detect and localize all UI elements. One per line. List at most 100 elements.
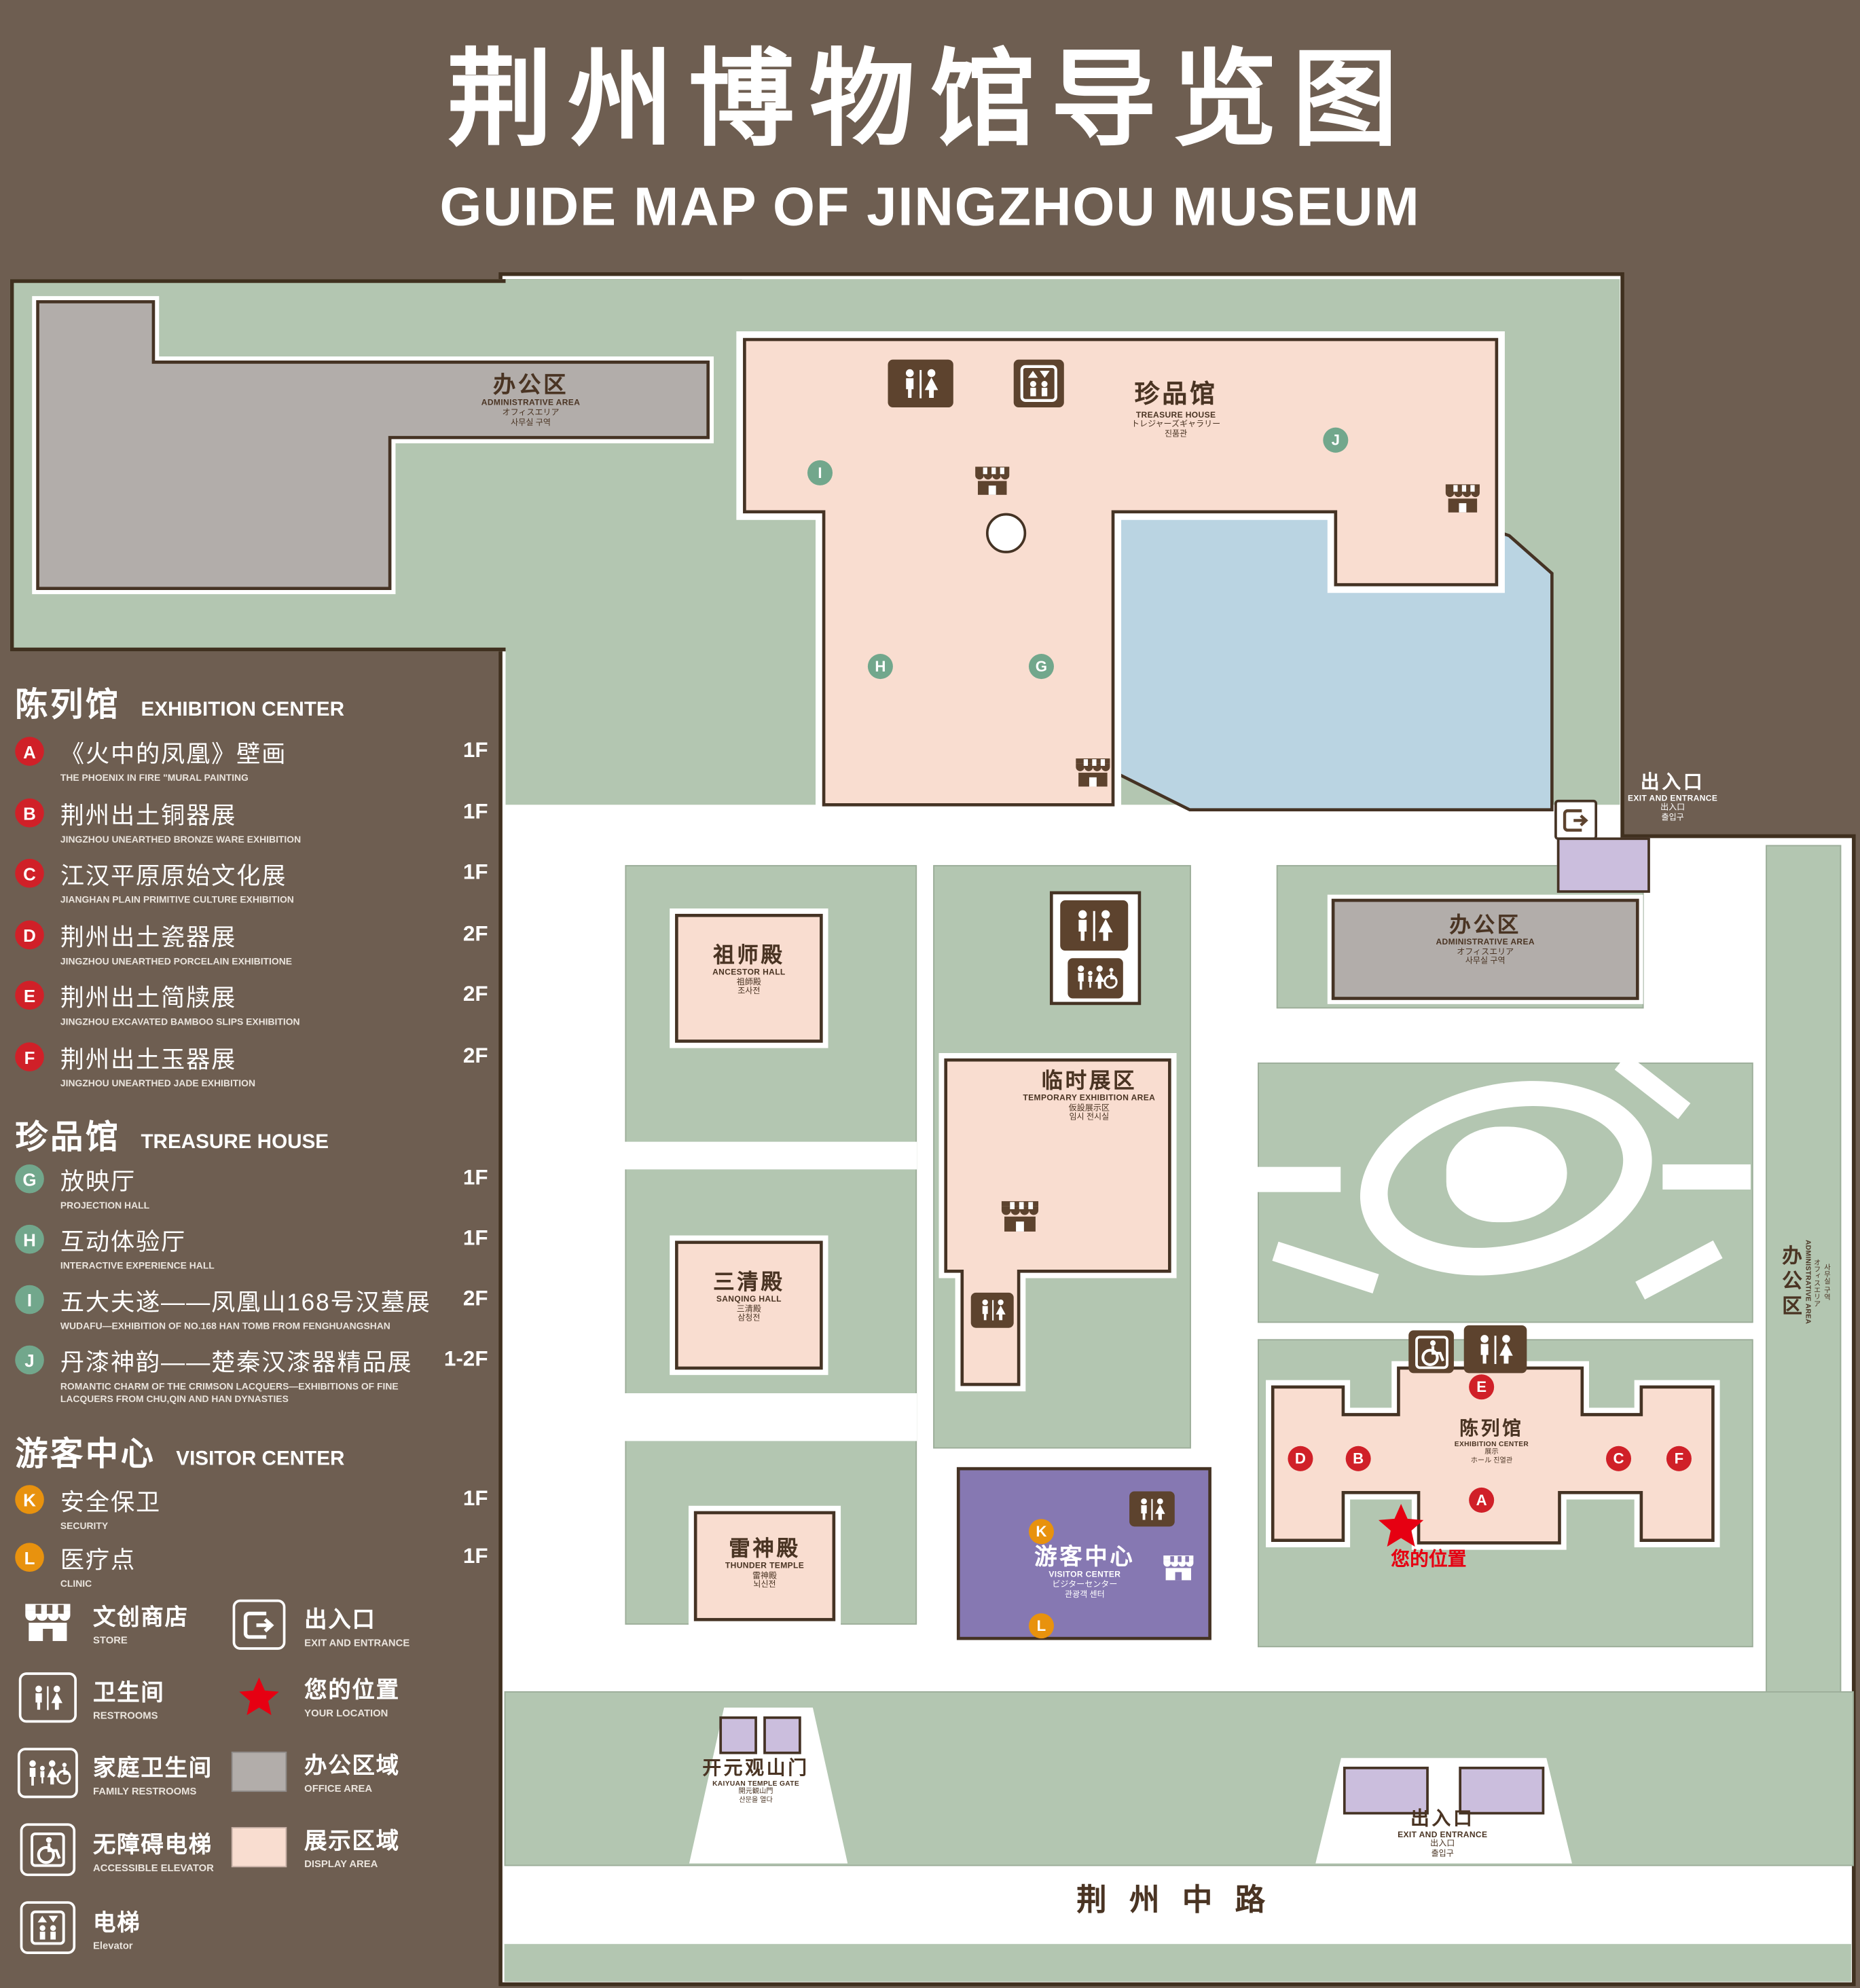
lawn-admin-side-strip — [1766, 845, 1842, 1694]
badge-H: H — [15, 1224, 44, 1254]
list-item-C: C 江汉平原原始文化展 JIANGHAN PLAIN PRIMITIVE CUL… — [15, 858, 495, 906]
map-marker-J: J — [1323, 427, 1349, 453]
exit-icon — [1554, 799, 1598, 841]
admin-top-label: 办公区 ADMINISTRATIVE AREA オフィスエリア 사무실 구역 — [481, 372, 581, 427]
badge-A: A — [15, 737, 44, 766]
map-marker-H: H — [867, 654, 893, 680]
map-marker-B: B — [1345, 1446, 1371, 1471]
badge-C: C — [15, 858, 44, 888]
badge-L: L — [15, 1543, 44, 1572]
page-title: 荆州博物馆导览图 — [447, 40, 1413, 159]
gate-building — [763, 1716, 801, 1754]
badge-K: K — [15, 1485, 44, 1514]
badge-J: J — [15, 1345, 44, 1375]
office-area-swatch — [231, 1750, 287, 1792]
section-exhibition-center: 陈列馆 EXHIBITION CENTER — [15, 685, 345, 723]
sanqing-hall-label: 三清殿 SANQING HALL 三清殿 삼청전 — [713, 1270, 785, 1323]
map-marker-F: F — [1666, 1446, 1692, 1471]
list-item-E: E 荆州出土简牍展 JINGZHOU EXCAVATED BAMBOO SLIP… — [15, 980, 495, 1029]
visitor-center-label: 游客中心 VISITOR CENTER ビジターセンター 관광객 센터 — [1034, 1544, 1135, 1599]
gate-label: 开元观山门 KAIYUAN TEMPLE GATE 開元観山門 산문을 열다 — [702, 1758, 809, 1804]
list-item-A: A 《火中的凤凰》壁画 THE PHOENIX IN FIRE "MURAL P… — [15, 735, 495, 784]
exit-label-bottom: 出入口 EXIT AND ENTRANCE 出入口 출입구 — [1398, 1808, 1488, 1859]
entrance-building — [1556, 837, 1650, 893]
map-marker-K: K — [1028, 1519, 1054, 1545]
badge-E: E — [15, 980, 44, 1010]
ancestor-hall-label: 祖师殿 ANCESTOR HALL 祖師殿 조사전 — [712, 943, 786, 997]
section-visitor-center: 游客中心 VISITOR CENTER — [15, 1435, 345, 1473]
store-icon — [1444, 483, 1482, 514]
family-restroom-icon — [17, 1748, 78, 1799]
map-marker-L: L — [1028, 1613, 1054, 1639]
store-icon — [1000, 1200, 1040, 1234]
gate-building — [719, 1716, 757, 1754]
list-item-K: K 安全保卫 SECURITY 1F — [15, 1484, 495, 1532]
map-marker-D: D — [1288, 1446, 1313, 1471]
restroom-icon — [888, 359, 953, 408]
title-block: 荆州博物馆导览图 GUIDE MAP OF JINGZHOU MUSEUM — [0, 15, 1860, 239]
store-icon — [973, 465, 1011, 496]
garden-path — [1258, 1166, 1341, 1192]
location-star-icon — [239, 1677, 279, 1715]
entrance-building — [1459, 1767, 1545, 1815]
treasure-house-label: 珍品馆 TREASURE HOUSE トレジャーズギャラリー 진품관 — [1131, 381, 1221, 439]
badge-G: G — [15, 1164, 44, 1194]
road-label: 荆州中路 — [1076, 1883, 1288, 1918]
admin-right-label: 办公区 ADMINISTRATIVE AREA オフィスエリア 사무실 구역 — [1436, 913, 1535, 967]
badge-B: B — [15, 798, 44, 828]
temporary-exhibition-label: 临时展区 TEMPORARY EXHIBITION AREA 仮設展示区 임시 … — [1023, 1069, 1156, 1122]
restroom-icon — [970, 1292, 1014, 1328]
admin-side-label: 办公区 ADMINISTRATIVE AREA オフィスエリア 사무실 구역 — [1778, 1240, 1830, 1325]
map-marker-G: G — [1028, 654, 1054, 680]
section-treasure-house: 珍品馆 TREASURE HOUSE — [15, 1118, 329, 1156]
list-item-G: G 放映厅 PROJECTION HALL 1F — [15, 1163, 495, 1212]
map-marker-I: I — [807, 460, 833, 485]
page-subtitle: GUIDE MAP OF JINGZHOU MUSEUM — [439, 177, 1421, 238]
exhibition-center-label: 陈列馆 EXHIBITION CENTER 展示 ホール 진열관 — [1454, 1418, 1529, 1465]
entrance-building — [1343, 1767, 1429, 1815]
list-item-I: I 五大夫遂——凤凰山168号汉墓展 WUDAFU—EXHIBITION OF … — [15, 1284, 495, 1333]
thunder-temple-label: 雷神殿 THUNDER TEMPLE 雷神殿 뇌신전 — [725, 1536, 805, 1590]
map-marker-A: A — [1469, 1487, 1495, 1513]
garden-path — [1662, 1164, 1751, 1190]
garden-pond — [1446, 1126, 1567, 1223]
store-icon — [1074, 757, 1112, 788]
elevator-icon — [20, 1901, 76, 1955]
restroom-icon — [1129, 1491, 1175, 1527]
restroom-icon — [18, 1672, 77, 1723]
accessible-elevator-icon — [1408, 1330, 1454, 1374]
display-area-swatch — [231, 1826, 287, 1867]
list-item-F: F 荆州出土玉器展 JINGZHOU UNEARTHED JADE EXHIBI… — [15, 1041, 495, 1090]
badge-I: I — [15, 1285, 44, 1314]
location-star-icon — [1379, 1504, 1424, 1547]
list-item-H: H 互动体验厅 INTERACTIVE EXPERIENCE HALL 1F — [15, 1223, 495, 1272]
map-marker-C: C — [1606, 1446, 1632, 1471]
family-restroom-icon — [1068, 958, 1123, 999]
restroom-icon — [1060, 900, 1129, 951]
map-marker-E: E — [1469, 1374, 1495, 1400]
exit-label-top: 出入口 EXIT AND ENTRANCE 出入口 출입구 — [1628, 772, 1718, 823]
elevator-icon — [1013, 359, 1064, 408]
your-location-label: 您的位置 — [1391, 1549, 1467, 1571]
walk-path — [622, 1141, 917, 1170]
badge-F: F — [15, 1042, 44, 1071]
exit-icon — [232, 1599, 286, 1650]
list-item-B: B 荆州出土铜器展 JINGZHOU UNEARTHED BRONZE WARE… — [15, 797, 495, 846]
list-item-J: J 丹漆神韵——楚秦汉漆器精品展 ROMANTIC CHARM OF THE C… — [15, 1344, 495, 1406]
lawn-road-south — [504, 1944, 1852, 1982]
restroom-icon — [1463, 1325, 1527, 1374]
list-item-D: D 荆州出土瓷器展 JINGZHOU UNEARTHED PORCELAIN E… — [15, 919, 495, 968]
badge-D: D — [15, 920, 44, 950]
list-item-L: L 医疗点 CLINIC 1F — [15, 1542, 495, 1591]
